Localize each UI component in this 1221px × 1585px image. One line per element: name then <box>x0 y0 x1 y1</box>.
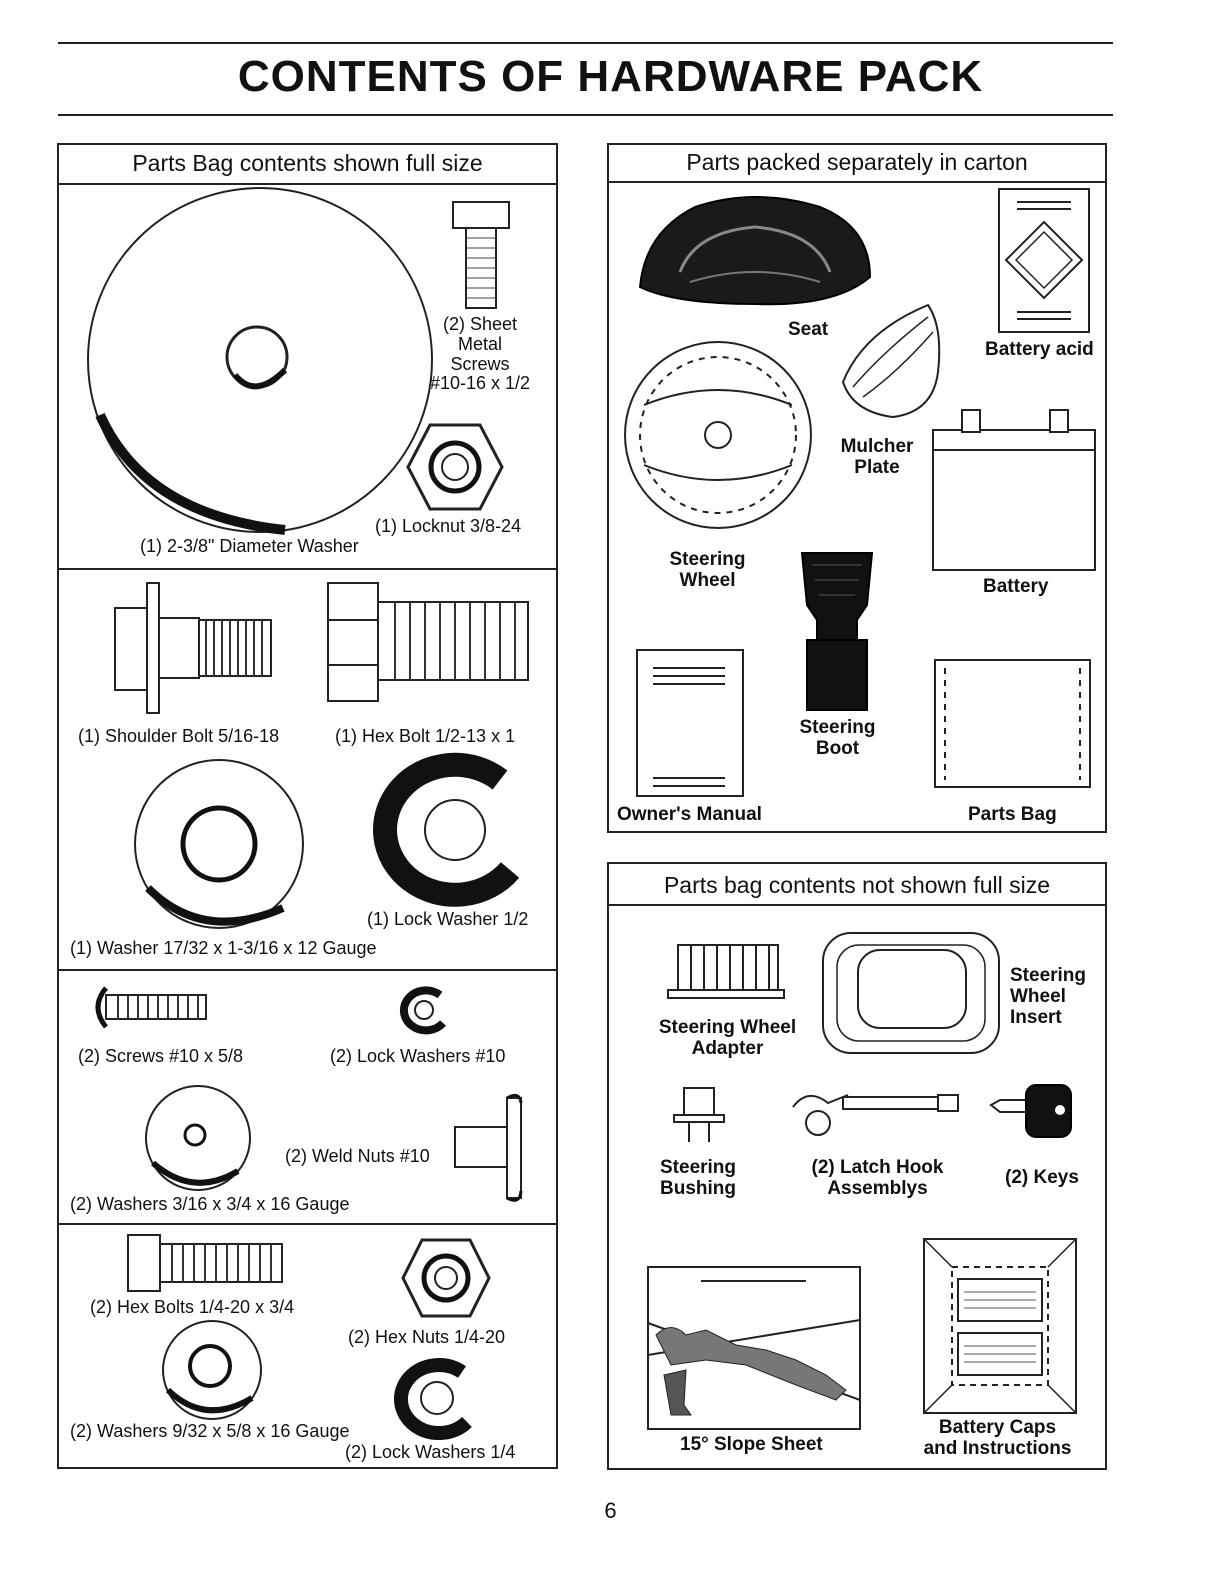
lock-washer-drawing <box>373 752 520 907</box>
washers-9-32-label: (2) Washers 9/32 x 5/8 x 16 Gauge <box>70 1421 350 1441</box>
parts-bag-label: Parts Bag <box>968 804 1057 825</box>
washer-9-32-drawing <box>162 1320 262 1420</box>
mulcher-plate-drawing <box>841 303 941 419</box>
owners-manual-label: Owner's Manual <box>617 804 762 825</box>
divider <box>59 969 556 971</box>
screw-drawing <box>95 986 207 1029</box>
divider <box>59 1223 556 1225</box>
seat-drawing <box>638 196 872 306</box>
hex-nut-drawing <box>401 1238 491 1318</box>
locknut-label: (1) Locknut 3/8-24 <box>375 516 522 536</box>
top-rule <box>58 42 1113 44</box>
hex-bolt-label: (1) Hex Bolt 1/2-13 x 1 <box>335 726 516 746</box>
washer-drawing <box>134 759 304 929</box>
lock-washers-10-label: (2) Lock Washers #10 <box>330 1046 506 1066</box>
lock-washer-10-drawing <box>399 986 446 1035</box>
hex-bolts-quarter-label: (2) Hex Bolts 1/4-20 x 3/4 <box>90 1297 295 1317</box>
parts-bag-full-size-panel: Parts Bag contents shown full size <box>57 143 558 1469</box>
title-underline <box>58 114 1113 116</box>
carton-panel: Parts packed separately in carton <box>607 143 1107 833</box>
steering-boot-drawing <box>800 552 874 711</box>
steering-wheel-insert-drawing <box>822 932 1000 1054</box>
lock-washer-half-label: (1) Lock Washer 1/2 <box>367 909 529 929</box>
seat-label: Seat <box>788 319 829 340</box>
weld-nuts-label: (2) Weld Nuts #10 <box>285 1146 430 1166</box>
steering-wheel-drawing <box>624 341 812 529</box>
hex-nuts-label: (2) Hex Nuts 1/4-20 <box>348 1327 506 1347</box>
battery-caps-drawing <box>923 1238 1077 1414</box>
sheet-metal-screws-label: (2) Sheet Metal Screws #10-16 x 1/2 <box>429 314 531 394</box>
owners-manual-drawing <box>636 649 744 797</box>
steering-boot-label: Steering Boot <box>799 717 876 759</box>
keys-label: (2) Keys <box>1005 1167 1079 1188</box>
page-title: CONTENTS OF HARDWARE PACK <box>237 52 984 101</box>
slope-sheet-drawing <box>647 1266 861 1430</box>
washer-17-32-label: (1) Washer 17/32 x 1-3/16 x 12 Gauge <box>70 938 377 958</box>
battery-acid-label: Battery acid <box>985 339 1094 360</box>
battery-drawing <box>932 409 1096 571</box>
washer-3-16-drawing <box>145 1085 251 1191</box>
hex-bolts-quarter-drawing <box>127 1234 283 1292</box>
shoulder-bolt-drawing <box>114 582 272 714</box>
steering-wheel-label: Steering Wheel <box>669 549 746 591</box>
weld-nut-drawing <box>454 1093 523 1202</box>
panel-header: Parts Bag contents shown full size <box>59 145 556 185</box>
latch-hook-label: (2) Latch Hook Assemblys <box>811 1157 944 1199</box>
locknut-drawing <box>406 423 504 511</box>
steering-bushing-drawing <box>673 1087 725 1142</box>
battery-label: Battery <box>983 576 1049 597</box>
steering-wheel-adapter-label: Steering Wheel Adapter <box>658 1017 797 1059</box>
panel-header: Parts bag contents not shown full size <box>609 864 1105 906</box>
hex-bolt-drawing <box>327 582 529 702</box>
diameter-washer-drawing <box>87 187 433 535</box>
panel-header: Parts packed separately in carton <box>609 145 1105 183</box>
steering-wheel-insert-label: Steering Wheel Insert <box>1010 965 1087 1028</box>
battery-caps-label: Battery Caps and Instructions <box>923 1417 1072 1459</box>
page-number: 6 <box>604 1498 617 1523</box>
lock-washers-quarter-label: (2) Lock Washers 1/4 <box>345 1442 516 1462</box>
keys-drawing <box>989 1084 1072 1138</box>
shoulder-bolt-label: (1) Shoulder Bolt 5/16-18 <box>78 726 280 746</box>
screws-10-label: (2) Screws #10 x 5/8 <box>78 1046 244 1066</box>
steering-bushing-label: Steering Bushing <box>660 1157 737 1199</box>
parts-bag-not-full-size-panel: Parts bag contents not shown full size <box>607 862 1107 1470</box>
washers-3-16-label: (2) Washers 3/16 x 3/4 x 16 Gauge <box>70 1194 350 1214</box>
sheet-metal-screw-drawing <box>452 201 510 309</box>
lock-washer-quarter-drawing <box>393 1358 472 1441</box>
latch-hook-drawing <box>792 1094 959 1136</box>
parts-bag-drawing <box>934 659 1091 788</box>
divider <box>59 568 556 570</box>
steering-wheel-adapter-drawing <box>667 944 785 999</box>
battery-acid-drawing <box>998 188 1090 333</box>
slope-sheet-label: 15° Slope Sheet <box>680 1434 823 1455</box>
diameter-washer-label: (1) 2-3/8" Diameter Washer <box>140 536 359 556</box>
mulcher-plate-label: Mulcher Plate <box>840 436 914 478</box>
